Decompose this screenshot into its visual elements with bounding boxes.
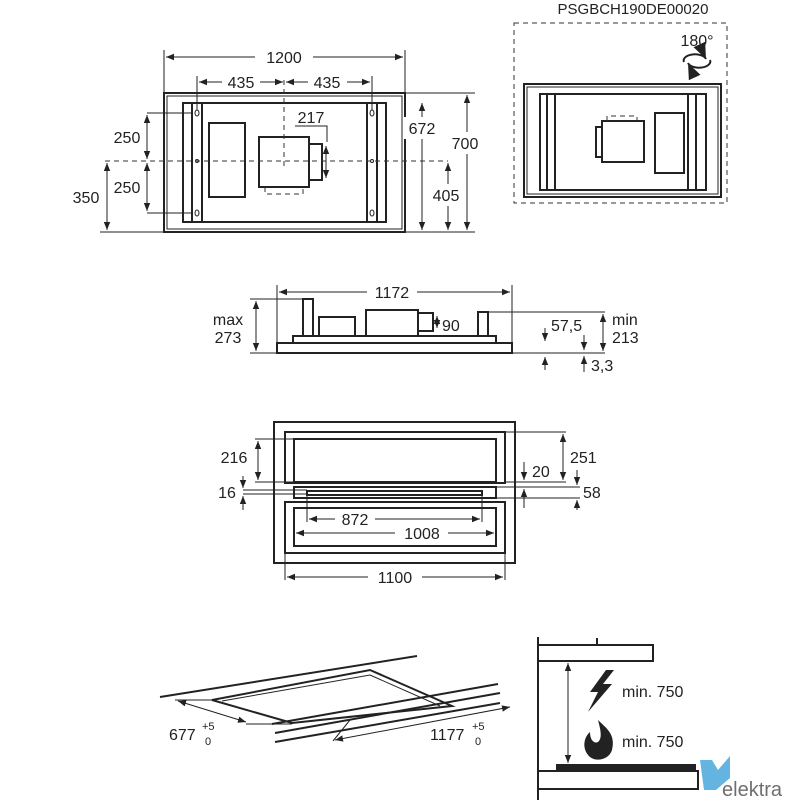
dim-lower-depth: 405 — [433, 188, 460, 205]
dim-gap: 20 — [532, 464, 550, 481]
worktop — [537, 770, 699, 790]
filter-panel — [208, 122, 246, 198]
rotate-icon — [682, 41, 712, 81]
hob — [556, 764, 696, 771]
dim-half-right: 435 — [314, 75, 341, 92]
frame-plate — [276, 342, 513, 354]
dim-center-height: 350 — [73, 190, 100, 207]
flame-icon — [584, 720, 613, 760]
dim-visible-height: 57,5 — [551, 318, 582, 335]
side-view: 1172 max 273 90 57,5 3,3 min 213 — [213, 285, 639, 375]
hood-side — [537, 644, 654, 662]
max-value: 273 — [215, 330, 242, 347]
watermark-text: elektra — [722, 779, 783, 800]
lightning-icon — [588, 670, 614, 712]
cutout-width: 1177 — [430, 727, 465, 744]
cutout-depth: 677 — [169, 727, 196, 744]
dim-upper-total: 251 — [570, 450, 597, 467]
cutout-depth-tol-plus: +5 — [202, 721, 215, 733]
dim-frame-thickness: 3,3 — [591, 358, 613, 375]
cutout-width-tol-minus: 0 — [475, 736, 481, 748]
cutout-depth-tol-minus: 0 — [205, 736, 211, 748]
min-value: 213 — [612, 330, 639, 347]
dim-slot-total: 58 — [583, 485, 601, 502]
rotation-label: 180° — [680, 33, 713, 50]
dim-slot: 16 — [218, 485, 236, 502]
max-label: max — [213, 312, 243, 329]
top-view: 1200 435 435 217 250 250 350 672 405 — [68, 50, 483, 233]
clearance-diagram: min. 750 min. 750 — [537, 637, 699, 800]
electric-clearance: min. 750 — [622, 684, 683, 701]
dim-upper-depth: 216 — [221, 450, 248, 467]
min-label: min — [612, 312, 638, 329]
cutout-diagram: 677 +5 0 1177 +5 0 — [159, 655, 511, 748]
dim-width-1200: 1200 — [266, 50, 302, 67]
rotated-variant: PSGBCH190DE00020 180° — [513, 1, 728, 204]
dim-outlet-height: 90 — [442, 318, 460, 335]
dim-side-width: 1172 — [375, 285, 410, 302]
outlet — [308, 143, 323, 181]
model-code: PSGBCH190DE00020 — [558, 1, 709, 18]
cutout-width-tol-plus: +5 — [472, 721, 485, 733]
dim-filter-width: 872 — [342, 512, 369, 529]
plan-view: 216 16 20 251 58 872 1008 1100 — [218, 421, 601, 587]
dim-outlet-217: 217 — [298, 110, 325, 127]
dim-outer-depth: 700 — [452, 136, 479, 153]
dim-half-left: 435 — [228, 75, 255, 92]
dim-lower-offset: 250 — [114, 180, 141, 197]
watermark-logo: elektra — [700, 756, 783, 800]
dim-upper-offset: 250 — [114, 130, 141, 147]
dim-outer-width: 1100 — [378, 570, 413, 587]
gas-clearance: min. 750 — [622, 734, 683, 751]
dim-inner-depth: 672 — [409, 121, 436, 138]
dim-inner-width: 1008 — [404, 526, 440, 543]
